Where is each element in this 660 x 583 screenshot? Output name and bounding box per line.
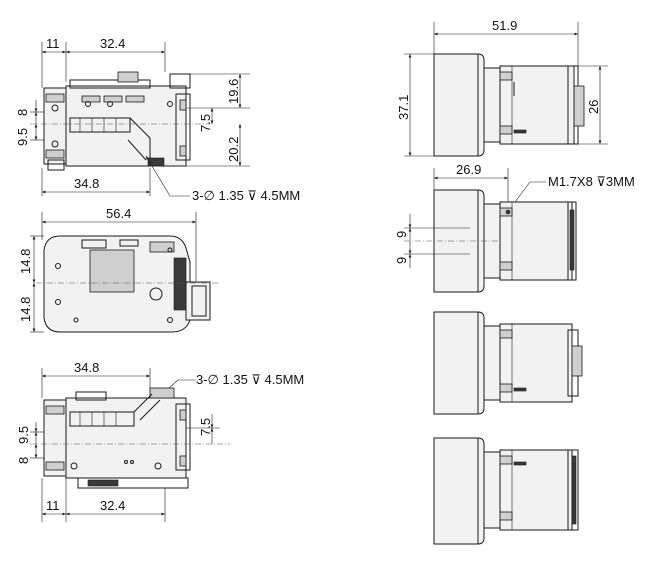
front-view-1: 51.9 37.1 26 <box>396 18 608 157</box>
front-view-2: 26.9 M1.7X8 ⊽3MM 9 9 <box>394 162 635 293</box>
dim-32-4-top: 32.4 <box>100 36 125 51</box>
dim-11-bottom: 11 <box>46 498 60 513</box>
screw-note: M1.7X8 ⊽3MM <box>548 174 635 189</box>
side-view-top: 11 32.4 <box>15 36 300 203</box>
hole-note-bottom: 3-∅ 1.35 ⊽ 4.5MM <box>196 372 304 387</box>
dim-9-b: 9 <box>394 257 409 264</box>
dim-9-a: 9 <box>394 231 409 238</box>
dim-8-bottom: 8 <box>16 457 31 464</box>
dim-7-5-top: 7.5 <box>198 114 213 132</box>
dim-34-8-bottom: 34.8 <box>74 360 99 375</box>
dim-7-5-bottom: 7.5 <box>198 418 213 436</box>
dim-37-1: 37.1 <box>396 95 411 120</box>
dim-9-5-bottom: 9.5 <box>16 426 31 444</box>
dim-56-4: 56.4 <box>106 206 131 221</box>
dim-20-2: 20.2 <box>226 137 241 162</box>
dim-26: 26 <box>586 100 601 114</box>
rear-view: 56.4 14.8 14.8 <box>18 206 220 333</box>
hole-note-top: 3-∅ 1.35 ⊽ 4.5MM <box>192 188 300 203</box>
side-view-bottom: 34.8 3-∅ 1.35 ⊽ 4.5MM 9.5 8 <box>16 360 304 522</box>
front-view-3 <box>433 311 583 415</box>
dim-19-6: 19.6 <box>226 79 241 104</box>
dim-34-8-top: 34.8 <box>74 176 99 191</box>
dim-9-5-left: 9.5 <box>15 128 30 146</box>
dim-26-9: 26.9 <box>456 162 481 177</box>
dim-8-left: 8 <box>15 109 30 116</box>
dim-32-4-bottom: 32.4 <box>100 498 125 513</box>
dim-11-top: 11 <box>46 36 60 51</box>
dim-14-8-b: 14.8 <box>18 297 33 322</box>
front-view-4 <box>433 437 579 545</box>
dim-14-8-a: 14.8 <box>18 249 33 274</box>
dim-51-9: 51.9 <box>492 18 517 33</box>
